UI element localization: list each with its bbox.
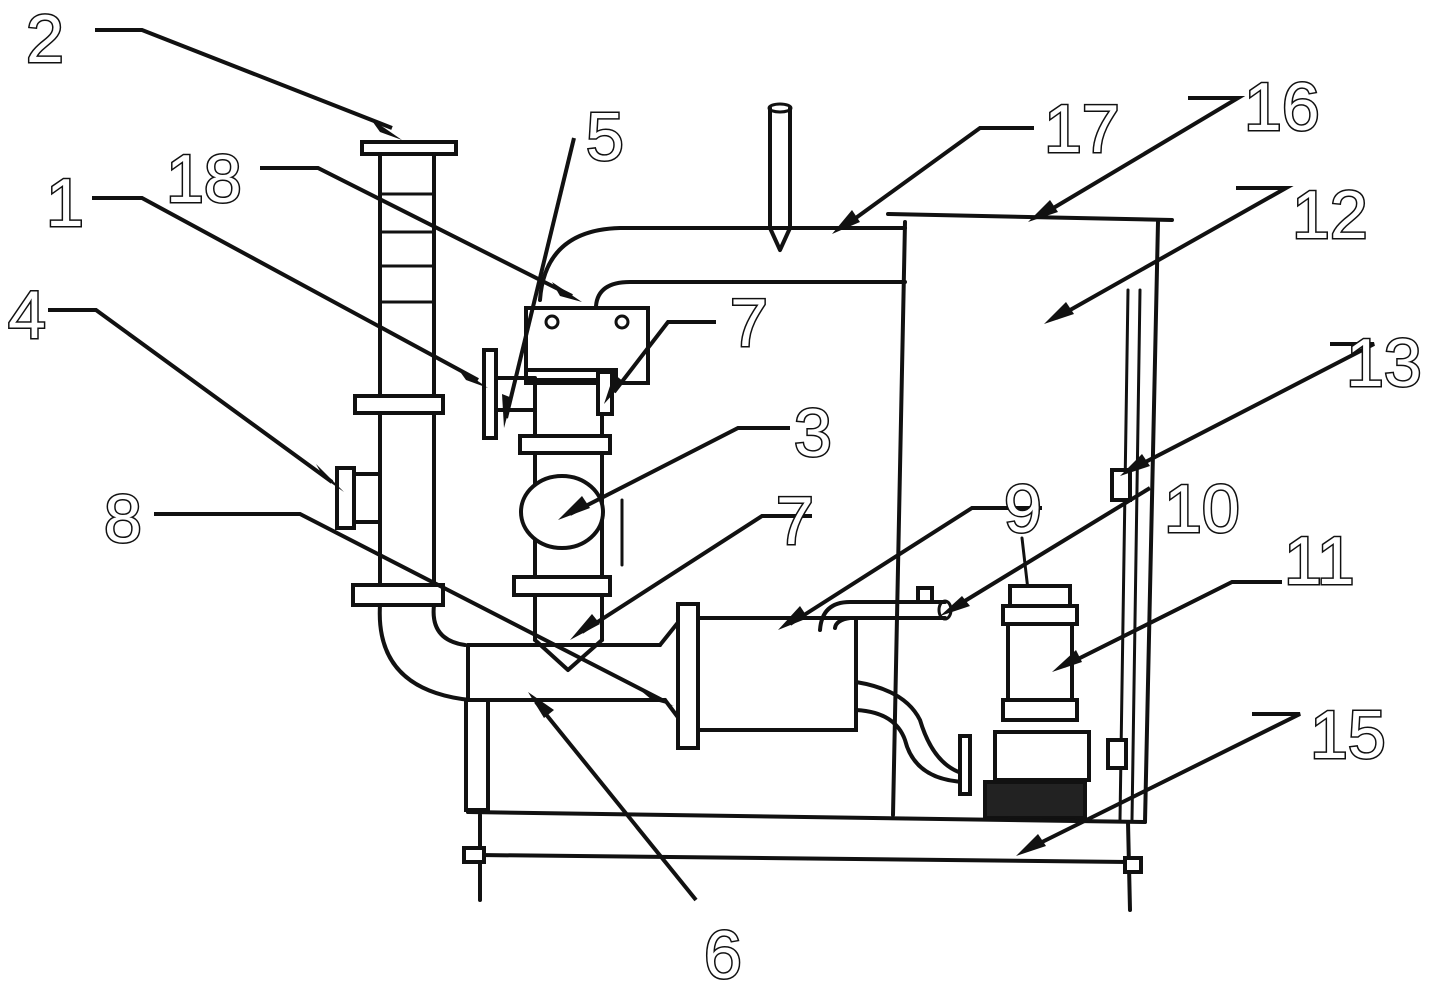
leader-lines xyxy=(48,28,1375,902)
callout-18: 18 xyxy=(166,141,242,217)
callout-1: 1 xyxy=(46,165,84,241)
callout-5: 5 xyxy=(586,99,624,175)
callout-labels: 2 18 1 4 8 5 7 3 7 6 9 10 11 17 16 12 13… xyxy=(7,0,1424,988)
callout-13: 13 xyxy=(1346,325,1422,401)
callout-12: 12 xyxy=(1292,177,1368,253)
callout-16: 16 xyxy=(1244,69,1320,145)
callout-4: 4 xyxy=(8,277,46,353)
callout-8: 8 xyxy=(104,481,142,557)
callout-7-lower: 7 xyxy=(776,483,814,559)
callout-15: 15 xyxy=(1310,697,1386,773)
callout-10: 10 xyxy=(1164,471,1240,547)
callout-6: 6 xyxy=(704,917,742,988)
callout-17: 17 xyxy=(1044,91,1120,167)
callout-3: 3 xyxy=(794,395,832,471)
callout-11: 11 xyxy=(1284,523,1355,599)
callout-2: 2 xyxy=(26,1,64,77)
callout-9: 9 xyxy=(1004,471,1042,547)
callout-7-upper: 7 xyxy=(730,285,768,361)
equipment-drawing xyxy=(335,102,1174,912)
